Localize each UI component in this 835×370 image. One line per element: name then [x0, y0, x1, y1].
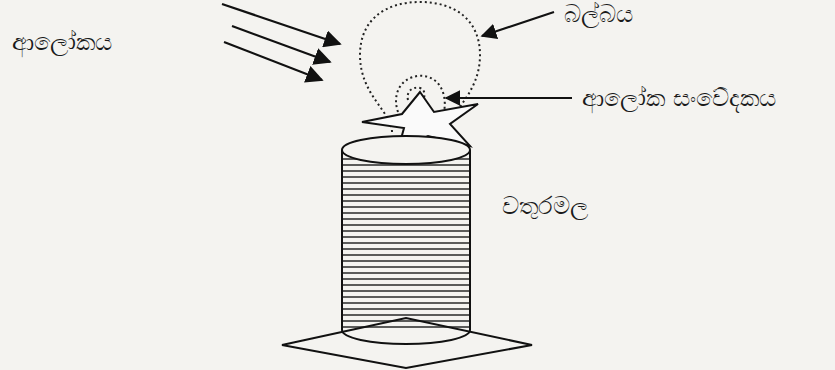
base-plate: [282, 318, 532, 368]
bulb-label: බල්බය: [564, 0, 633, 29]
cylinder-body: [342, 136, 470, 344]
light-label: ආලෝකය: [12, 28, 112, 57]
fountain-label: වතුරමල: [502, 192, 588, 221]
light-rays: [222, 4, 340, 80]
leader-arrows: [446, 12, 572, 98]
sensor-label: ආලෝක සංවේදකය: [582, 84, 776, 113]
